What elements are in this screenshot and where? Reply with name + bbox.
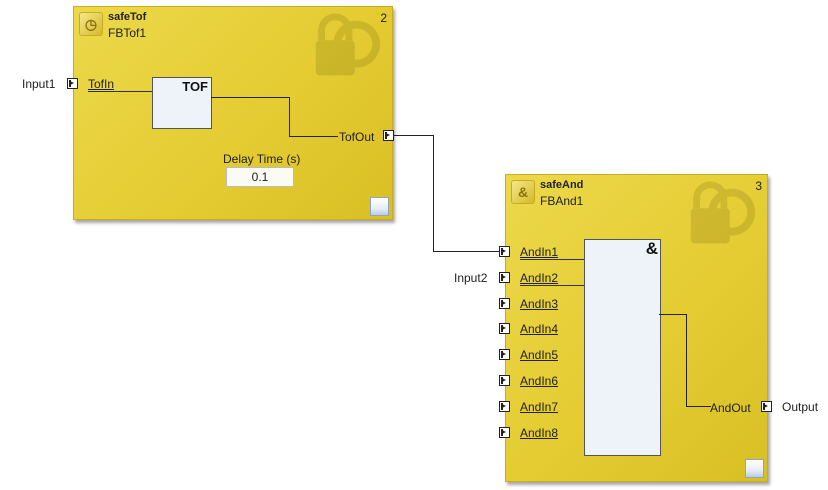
block-title: safeTof (108, 11, 147, 23)
lock-gear-watermark-icon (315, 13, 381, 76)
signal-label-input1: Input1 (22, 77, 56, 91)
block-instance-name: FBTof1 (108, 26, 147, 40)
tof-function-box: TOF (152, 77, 212, 129)
block-number: 2 (380, 11, 387, 25)
pin-line (520, 259, 584, 260)
input-connector-icon[interactable] (499, 427, 510, 438)
connection-wire (394, 135, 434, 136)
function-label: & (645, 239, 658, 258)
connection-wire (433, 135, 434, 252)
param-label: Delay Time (s) (223, 152, 301, 166)
input-port-andin6[interactable]: AndIn6 (520, 374, 559, 388)
block-title: safeAnd (540, 179, 584, 191)
output-port-tofout[interactable]: TofOut (339, 130, 375, 144)
timer-icon: ◷ (79, 12, 103, 36)
input-port-andin2[interactable]: AndIn2 (520, 271, 559, 285)
wire (289, 136, 338, 137)
wire (686, 406, 711, 407)
input-connector-icon[interactable] (499, 349, 510, 360)
input-connector-icon[interactable] (499, 401, 510, 412)
wire (659, 314, 686, 315)
delay-time-input[interactable]: 0.1 (226, 167, 294, 187)
pin-line (520, 285, 584, 286)
function-block-safeand[interactable]: & safeAnd FBAnd1 3 & AndIn1 AndIn2 AndIn… (505, 174, 768, 482)
wire (211, 97, 289, 98)
collapse-button[interactable] (370, 197, 389, 216)
input-port-andin5[interactable]: AndIn5 (520, 348, 559, 362)
and-icon: & (511, 180, 535, 204)
input-port-andin8[interactable]: AndIn8 (520, 426, 559, 440)
signal-label-input2: Input2 (454, 271, 488, 285)
and-function-box: & (584, 239, 661, 456)
input-connector-icon[interactable] (499, 246, 510, 257)
function-block-safetof[interactable]: ◷ safeTof FBTof1 2 TOF TofIn TofOut Dela… (73, 6, 393, 220)
input-port-andin7[interactable]: AndIn7 (520, 400, 559, 414)
output-port-andout[interactable]: AndOut (710, 401, 751, 415)
collapse-button[interactable] (745, 459, 764, 478)
input-connector-icon[interactable] (499, 375, 510, 386)
wire (686, 314, 687, 407)
input-connector-icon[interactable] (499, 323, 510, 334)
block-number: 3 (755, 179, 762, 193)
wire (289, 97, 290, 136)
input-connector-icon[interactable] (499, 272, 510, 283)
input-connector-icon[interactable] (67, 78, 78, 89)
pin-line (88, 91, 152, 92)
lock-gear-watermark-icon (690, 181, 756, 244)
connection-wire (433, 251, 499, 252)
output-connector-icon[interactable] (761, 401, 772, 412)
function-label: TOF (182, 79, 208, 94)
input-port-andin3[interactable]: AndIn3 (520, 297, 559, 311)
input-connector-icon[interactable] (499, 298, 510, 309)
block-instance-name: FBAnd1 (540, 194, 584, 208)
input-port-tofin[interactable]: TofIn (88, 77, 115, 91)
signal-label-output: Output (782, 400, 819, 414)
output-connector-icon[interactable] (383, 130, 394, 141)
input-port-andin1[interactable]: AndIn1 (520, 245, 559, 259)
input-port-andin4[interactable]: AndIn4 (520, 322, 559, 336)
